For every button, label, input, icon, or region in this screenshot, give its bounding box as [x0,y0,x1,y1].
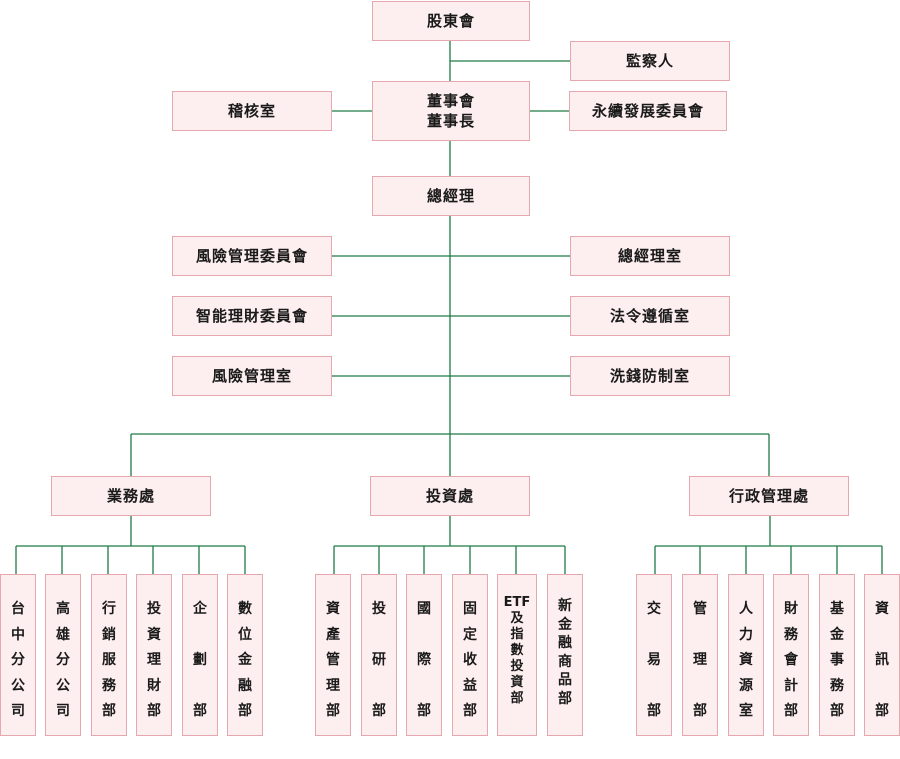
staff-right-2: 法令遵循室 [570,296,730,336]
staff-right-label: 洗錢防制室 [609,367,690,385]
department-label: 國際部 [417,601,431,719]
staff-left-3: 風險管理室 [172,356,332,396]
board-box: 董事會 董事長 [372,81,530,141]
department-box: 企劃部 [182,574,218,736]
department-box: 行銷服務部 [91,574,127,736]
department-label: 資產管理部 [326,601,340,719]
department-label: 高雄分公司 [56,601,70,719]
board-label: 董事會 [426,92,475,110]
gm-box: 總經理 [372,176,530,216]
department-box: 基金事務部 [819,574,855,736]
division-label: 投資處 [425,487,474,505]
staff-left-1: 風險管理委員會 [172,236,332,276]
shareholders-label: 股東會 [426,12,475,30]
department-box: 人力資源室 [728,574,764,736]
department-label: 投資理財部 [147,601,161,719]
department-label: 數位金融部 [238,601,252,719]
department-box: 財務會計部 [773,574,809,736]
department-box: 投研部 [361,574,397,736]
staff-right-1: 總經理室 [570,236,730,276]
chairman-label: 董事長 [426,112,475,130]
department-box: 台中分公司 [0,574,36,736]
staff-left-label: 智能理財委員會 [195,307,308,325]
division-label: 行政管理處 [728,487,809,505]
department-box: 新金融商品部 [547,574,583,736]
supervisor-label: 監察人 [625,52,674,70]
department-label: 資訊部 [875,601,889,719]
supervisor-box: 監察人 [570,41,730,81]
department-box: 固定收益部 [452,574,488,736]
division-box-1: 業務處 [51,476,211,516]
audit-label: 稽核室 [227,102,276,120]
department-box: 資產管理部 [315,574,351,736]
department-label: 交易部 [647,601,661,719]
shareholders-box: 股東會 [372,1,530,41]
sustainability-label: 永續發展委員會 [591,102,704,120]
staff-left-label: 風險管理委員會 [195,247,308,265]
division-box-2: 投資處 [370,476,530,516]
staff-right-label: 總經理室 [617,247,682,265]
staff-left-2: 智能理財委員會 [172,296,332,336]
department-box: 國際部 [406,574,442,736]
staff-right-3: 洗錢防制室 [570,356,730,396]
department-box: 高雄分公司 [45,574,81,736]
sustainability-box: 永續發展委員會 [569,91,727,131]
department-box: 交易部 [636,574,672,736]
department-box: 資訊部 [864,574,900,736]
department-label: 行銷服務部 [102,601,116,719]
audit-box: 稽核室 [172,91,332,131]
department-box: 數位金融部 [227,574,263,736]
gm-label: 總經理 [426,187,475,205]
department-box: 投資理財部 [136,574,172,736]
division-label: 業務處 [106,487,155,505]
department-label: 基金事務部 [830,601,844,719]
department-label: 人力資源室 [739,601,753,719]
department-label: 固定收益部 [463,601,477,719]
department-box: 管理部 [682,574,718,736]
department-label: 新金融商品部 [558,598,572,707]
division-box-3: 行政管理處 [689,476,849,516]
staff-left-label: 風險管理室 [211,367,292,385]
department-label: 管理部 [693,601,707,719]
department-label: 投研部 [372,601,386,719]
department-label: 財務會計部 [784,601,798,719]
staff-right-label: 法令遵循室 [609,307,690,325]
department-label: 台中分公司 [11,601,25,719]
department-label: 企劃部 [193,601,207,719]
